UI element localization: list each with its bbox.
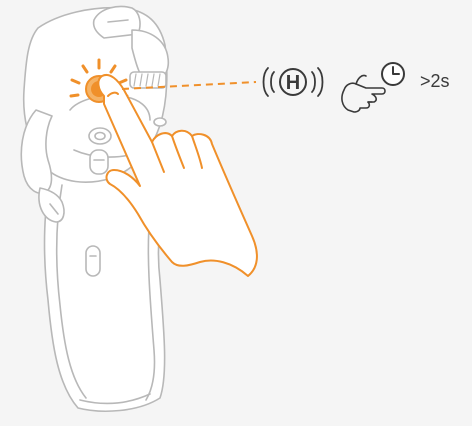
mode-button bbox=[89, 128, 111, 144]
duration-label: >2s bbox=[420, 71, 450, 91]
lower-button bbox=[90, 150, 108, 174]
vibrating-h-button-icon: H bbox=[264, 68, 323, 96]
hand-press-clock-icon bbox=[342, 63, 404, 112]
h-symbol-letter: H bbox=[286, 72, 300, 94]
grip-switch bbox=[86, 246, 100, 276]
